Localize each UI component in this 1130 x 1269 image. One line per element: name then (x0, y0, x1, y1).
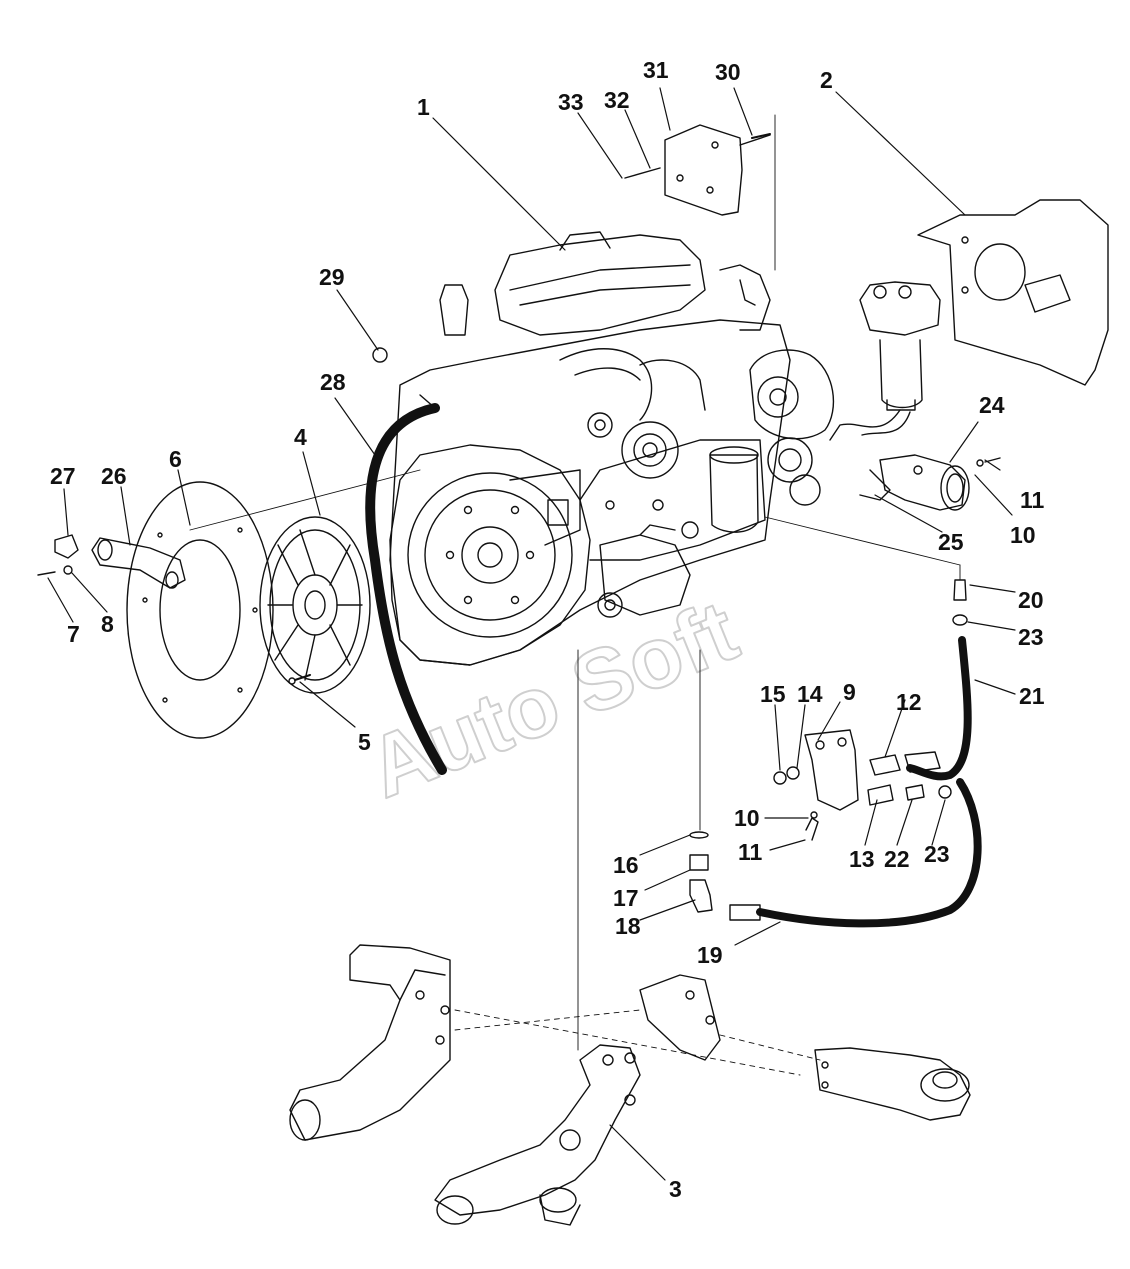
hose-19 (756, 778, 982, 928)
callout-labels: 1 2 3 4 5 6 7 8 9 10 10 11 11 12 13 14 1… (50, 57, 1045, 1202)
engine-mounts (289, 944, 971, 1226)
callout-2: 2 (820, 67, 833, 93)
callout-25: 25 (938, 529, 964, 555)
drive-coupling (259, 516, 371, 694)
callout-3: 3 (669, 1176, 682, 1202)
callout-32: 32 (604, 87, 630, 113)
callout-7: 7 (67, 621, 80, 647)
callout-20: 20 (1018, 587, 1044, 613)
watermark: Auto Soft (355, 583, 750, 817)
callout-5: 5 (358, 729, 371, 755)
callout-6: 6 (169, 446, 182, 472)
callout-11-lower: 11 (738, 839, 763, 865)
leader-lines (47, 87, 1016, 1181)
bracket (37, 534, 186, 589)
callout-4: 4 (294, 424, 307, 450)
callout-24: 24 (979, 392, 1005, 418)
callout-15: 15 (760, 681, 786, 707)
callout-16: 16 (613, 852, 639, 878)
callout-13: 13 (849, 846, 875, 872)
callout-23-lower: 23 (924, 841, 950, 867)
timing-cover (917, 199, 1109, 386)
callout-33: 33 (558, 89, 584, 115)
flex-plate (126, 481, 274, 739)
callout-31: 31 (643, 57, 669, 83)
assembly-lines (189, 114, 961, 1076)
callout-21: 21 (1019, 683, 1045, 709)
hose-21 (906, 636, 972, 781)
hose-clamp (372, 347, 388, 363)
callout-9: 9 (843, 679, 856, 705)
callout-23-upper: 23 (1018, 624, 1044, 650)
callout-18: 18 (615, 913, 641, 939)
engine-assembly (389, 231, 835, 666)
callout-8: 8 (101, 611, 114, 637)
callout-1: 1 (417, 94, 430, 120)
callout-19: 19 (697, 942, 723, 968)
callout-28: 28 (320, 369, 346, 395)
callout-10-lower: 10 (734, 805, 760, 831)
callout-30: 30 (715, 59, 741, 85)
fitting-bracket (773, 729, 952, 841)
fuel-filter (829, 281, 941, 441)
callout-22: 22 (884, 846, 910, 872)
thermostat-housing (859, 454, 970, 511)
callout-10-upper: 10 (1010, 522, 1036, 548)
callout-14: 14 (797, 681, 823, 707)
callout-26: 26 (101, 463, 127, 489)
callout-27: 27 (50, 463, 76, 489)
callout-29: 29 (319, 264, 345, 290)
callout-11-upper: 11 (1020, 487, 1045, 513)
callout-12: 12 (896, 689, 922, 715)
callout-17: 17 (613, 885, 639, 911)
heat-shield (624, 124, 771, 216)
hose-coolant (365, 403, 447, 775)
